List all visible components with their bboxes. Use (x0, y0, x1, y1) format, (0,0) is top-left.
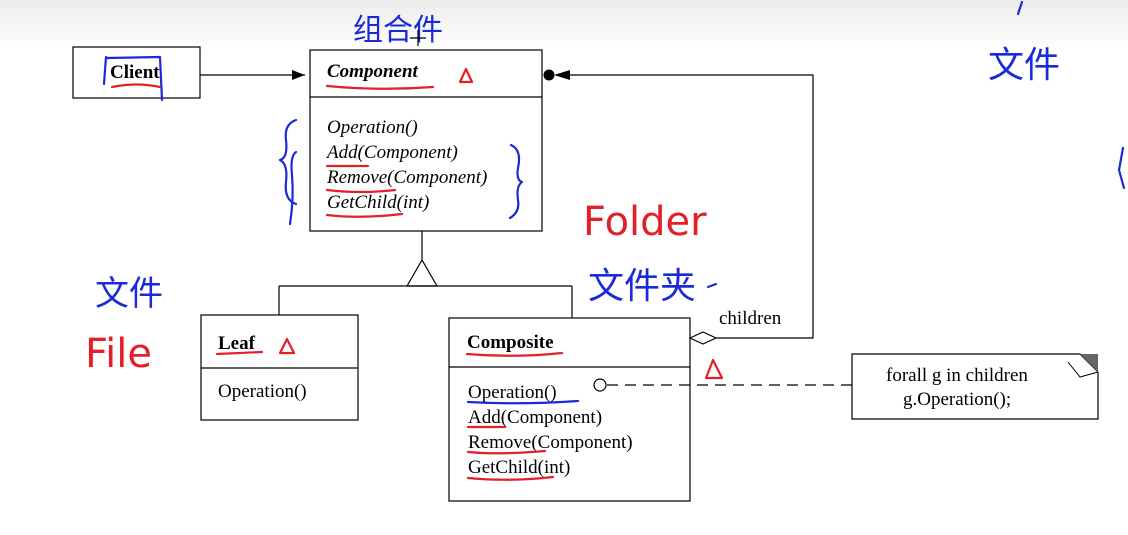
composite-operation-underline-mark (466, 399, 580, 405)
composite-method-getchild: GetChild(int) (468, 457, 570, 478)
left-brace-outer-mark (278, 118, 298, 206)
left-brace-inner-mark (288, 150, 298, 226)
component-method-add: Add(Component) (325, 142, 458, 163)
client-underline-mark (110, 83, 162, 89)
note-line-2: g.Operation(); (903, 389, 1011, 410)
client-box-bracket-mark (102, 55, 108, 86)
file-english-annotation: File (85, 331, 152, 377)
file-chinese-annotation: 文件 (95, 274, 163, 314)
folder-english-annotation: Folder (583, 199, 707, 245)
component-method-remove: Remove(Component) (326, 167, 487, 188)
component-underline-mark (325, 84, 435, 90)
composite-delta-mark (704, 358, 724, 380)
stray-stroke-top-mark (1016, 0, 1024, 16)
leaf-delta-mark (278, 337, 296, 355)
component-method-getchild: GetChild(int) (327, 192, 429, 213)
leaf-class[interactable]: Leaf Operation() (200, 314, 359, 421)
stray-stroke-mid-mark (706, 282, 718, 289)
getchild-underline-mark (325, 212, 404, 218)
top-shading (0, 0, 1128, 50)
implementation-note[interactable]: forall g in children g.Operation(); (851, 353, 1099, 420)
composite-method-add: Add(Component) (468, 407, 602, 428)
note-line-1: forall g in children (886, 365, 1028, 386)
composite-class[interactable]: Composite Operation() Add(Component) Rem… (448, 317, 691, 502)
component-chinese-annotation: 组合件 (353, 13, 443, 48)
composite-getchild-underline-mark (466, 475, 555, 481)
component-class[interactable]: Component Operation() Add(Component) Rem… (309, 49, 543, 232)
leaf-underline-mark (215, 350, 264, 356)
leaf-method-operation: Operation() (218, 381, 307, 402)
top-right-chinese-annotation: 文件 (988, 45, 1060, 86)
client-class-name: Client (110, 62, 160, 83)
composite-method-remove: Remove(Component) (468, 432, 633, 453)
composite-class-name: Composite (467, 332, 554, 353)
folder-chinese-annotation: 文件夹 (588, 266, 696, 307)
composite-underline-mark (465, 351, 564, 357)
remove-underline-mark (325, 188, 397, 194)
component-delta-mark (458, 67, 474, 84)
children-aggregation: children (543, 69, 814, 345)
note-anchor (593, 378, 607, 392)
cursor-crosshair-icon (410, 30, 426, 46)
composite-remove-underline-mark (466, 449, 547, 455)
stray-stroke-edge-mark (1117, 146, 1126, 190)
component-class-name: Component (327, 61, 419, 82)
client-box-outline-mark (105, 55, 164, 102)
inheritance-connector (278, 231, 573, 318)
component-method-operation: Operation() (327, 117, 418, 138)
client-class[interactable]: Client (72, 46, 201, 99)
children-label: children (719, 308, 782, 329)
composite-method-operation: Operation() (468, 382, 557, 403)
leaf-class-name: Leaf (218, 333, 256, 354)
right-brace-mark (508, 143, 524, 220)
